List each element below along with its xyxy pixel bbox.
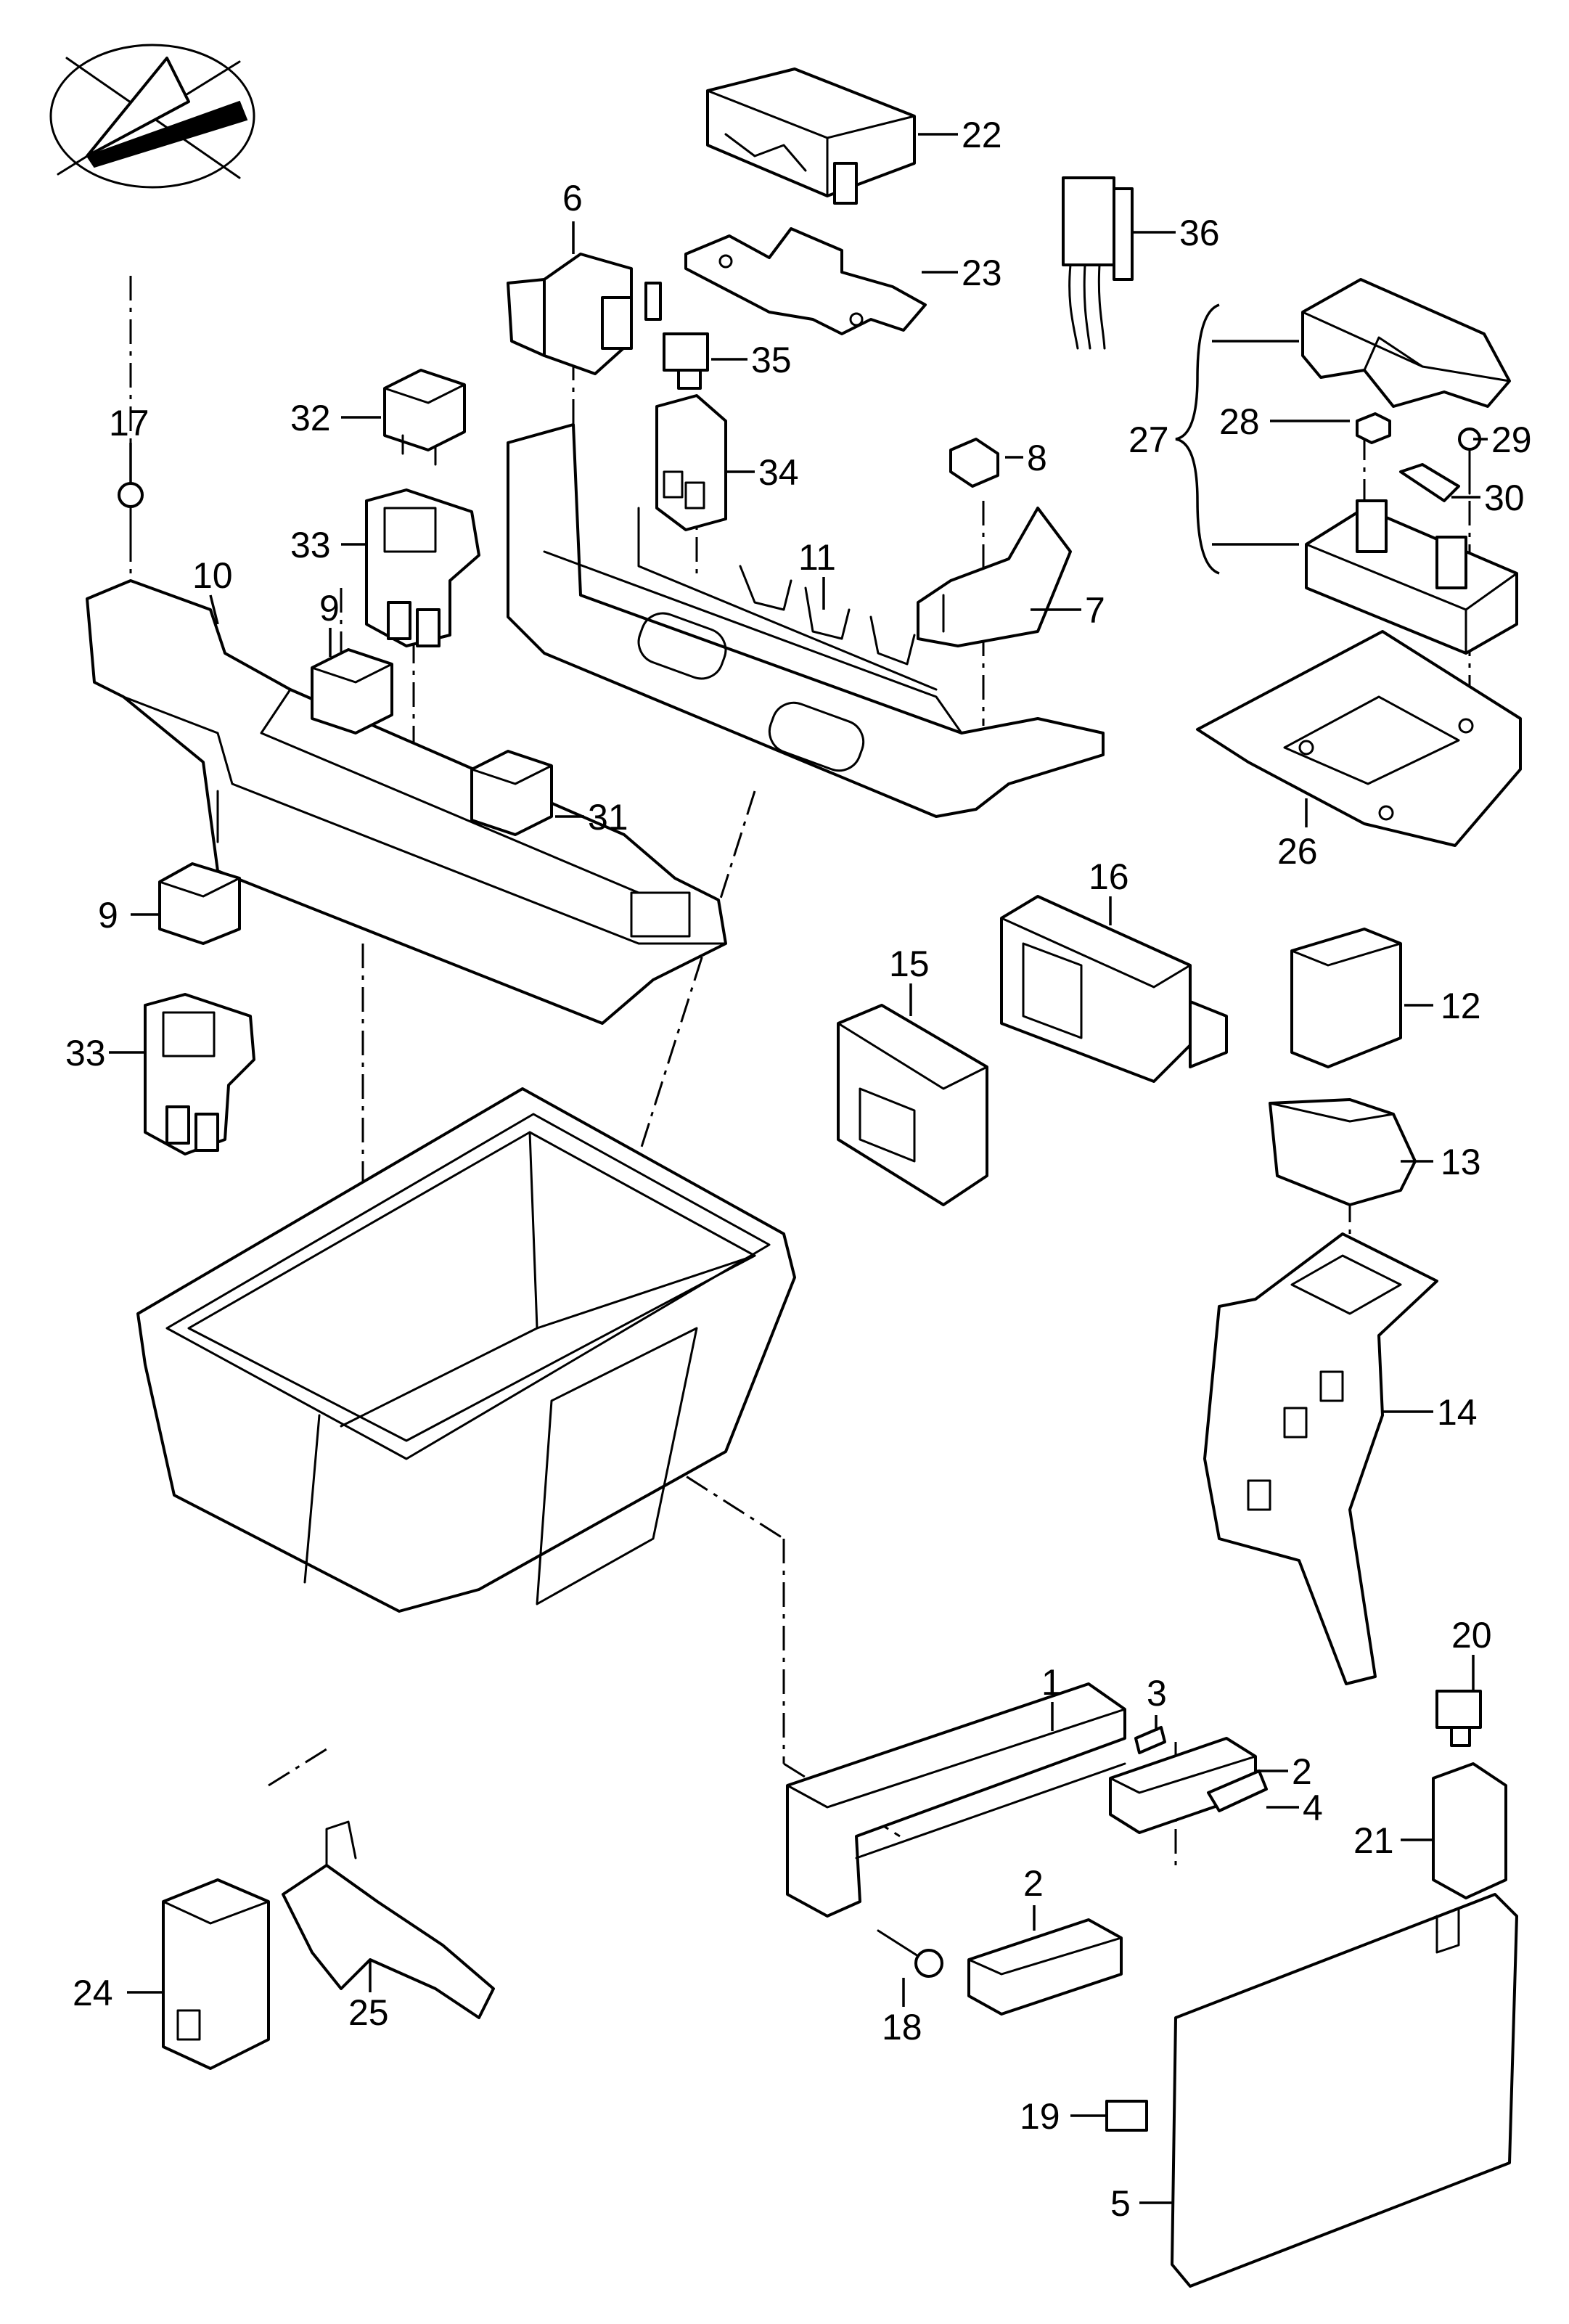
leader-lines: [109, 133, 1488, 2204]
callout-26: 26: [1277, 831, 1318, 872]
part-34-fuse-holder: [655, 394, 727, 531]
callout-19: 19: [1020, 2096, 1060, 2137]
callout-17: 17: [109, 403, 149, 443]
part-6-relay: [507, 253, 662, 375]
part-17-screw: [118, 482, 144, 560]
part-31-relay: [470, 750, 553, 836]
callout-5: 5: [1110, 2183, 1131, 2224]
part-1-fuse-rail: [786, 1682, 1126, 1918]
part-15-control-unit: [837, 1004, 988, 1206]
callout-35: 35: [751, 340, 792, 380]
part-28-nut: [1356, 412, 1391, 444]
part-7-guide: [917, 507, 1072, 647]
orientation-badge-icon: [49, 44, 255, 189]
callout-29: 29: [1491, 420, 1532, 460]
part-27-cover: [1301, 278, 1511, 408]
callout-14: 14: [1437, 1392, 1478, 1433]
callout-34: 34: [758, 452, 799, 493]
part-14-bracket: [1203, 1232, 1438, 1685]
callout-7: 7: [1085, 590, 1105, 631]
part-5-cover-panel: [1171, 1893, 1518, 2288]
callout-13: 13: [1441, 1142, 1481, 1182]
part-16-control-unit: [1000, 895, 1228, 1083]
part-35-fuse: [663, 332, 709, 390]
part-33-relay-base-upper: [365, 488, 480, 647]
callout-20: 20: [1451, 1615, 1492, 1656]
part-19-fuse: [1105, 2100, 1148, 2132]
part-8-nut: [949, 438, 999, 488]
part-33-relay-base-lower: [144, 993, 255, 1155]
part-22-control-unit: [706, 67, 916, 205]
callout-33-upper: 33: [290, 525, 331, 565]
part-24-relay: [162, 1878, 270, 2070]
callout-4: 4: [1303, 1788, 1323, 1828]
part-21-fuse-holder: [1432, 1762, 1507, 1899]
part-12-relay: [1290, 928, 1402, 1068]
part-36-sensor: [1062, 176, 1134, 350]
callout-3: 3: [1147, 1673, 1167, 1714]
callout-36: 36: [1179, 213, 1220, 253]
part-4-contact-strip: [1207, 1769, 1268, 1812]
part-32-relay: [383, 369, 466, 466]
callout-1: 1: [1041, 1662, 1062, 1703]
callout-28: 28: [1219, 401, 1260, 442]
part-13-relay-holder: [1269, 1098, 1417, 1206]
callout-21: 21: [1353, 1820, 1394, 1861]
callout-25: 25: [348, 1992, 389, 2033]
part-30-terminal-block: [1305, 463, 1518, 655]
callout-30: 30: [1484, 478, 1525, 518]
callout-9-upper: 9: [319, 588, 340, 629]
callout-23: 23: [962, 253, 1002, 293]
part-26-base-plate: [1196, 630, 1522, 847]
callout-18: 18: [882, 2007, 922, 2047]
callout-8: 8: [1027, 438, 1047, 478]
callout-11: 11: [798, 537, 836, 578]
part-18-screw: [877, 1929, 943, 1978]
callout-27: 27: [1128, 420, 1169, 460]
callout-33-lower: 33: [65, 1033, 106, 1073]
callout-32: 32: [290, 398, 331, 438]
callout-16: 16: [1089, 856, 1129, 897]
part-storage-tray: [136, 1087, 796, 1613]
callout-6: 6: [562, 178, 583, 218]
part-10-relay-carrier: [86, 579, 727, 1025]
callout-15: 15: [889, 944, 930, 984]
part-25-bracket: [282, 1820, 495, 2019]
callout-31: 31: [588, 797, 628, 838]
callout-10: 10: [192, 555, 233, 596]
part-2-fuse-block-left: [967, 1918, 1123, 2016]
callout-labels: 22 23 36 6 35 34 8 11 7 27 28 29 30 26 3…: [65, 115, 1532, 2224]
part-20-fuse: [1435, 1690, 1482, 1747]
part-29-screw: [1458, 427, 1481, 495]
callout-22: 22: [962, 115, 1002, 155]
callout-12: 12: [1441, 986, 1481, 1026]
callout-9-lower: 9: [98, 895, 118, 936]
callout-2-right: 2: [1292, 1751, 1312, 1792]
part-9-relay-lower: [158, 862, 241, 945]
part-9-relay-upper: [311, 648, 393, 735]
part-11-main-frame: [507, 423, 1105, 818]
callout-2-left: 2: [1023, 1863, 1044, 1904]
assembly-lines: [129, 276, 1471, 1865]
callout-24: 24: [73, 1973, 113, 2013]
part-3-contact: [1134, 1726, 1166, 1754]
part-23-bracket: [684, 227, 927, 335]
